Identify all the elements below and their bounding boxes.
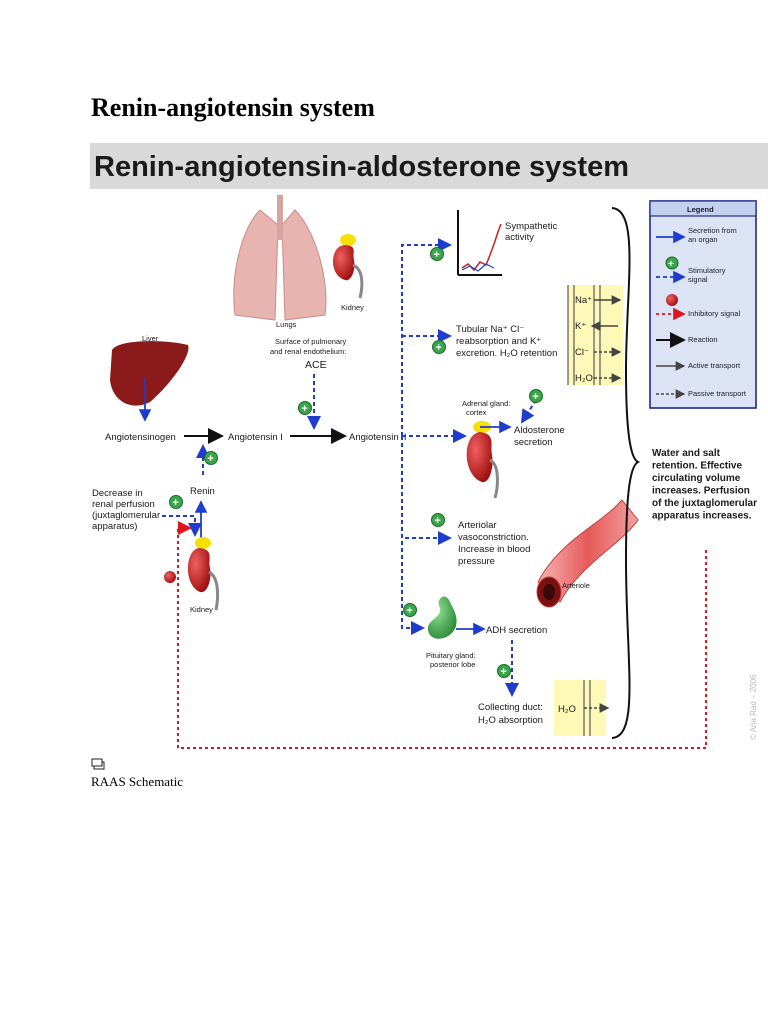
outcome-line-4: of the juxtaglomerular: [652, 498, 757, 509]
angiotensinogen-label: Angiotensinogen: [105, 432, 176, 443]
sympathetic-line2: activity: [505, 232, 534, 243]
inhibitory-feedback-line: [177, 521, 707, 749]
angiotensin-2-effect-arrows: [401, 238, 467, 635]
plus-sign-6: +: [434, 515, 440, 527]
legend-item-1-line-0: Stimulatory: [688, 266, 726, 275]
legend-item-2-line-0: Inhibitory signal: [688, 309, 740, 318]
arteriolar-line2: vasoconstriction.: [458, 532, 529, 543]
plus-badge-8: [497, 664, 511, 678]
adrenal-line2: cortex: [466, 408, 487, 417]
plus-sign-1: +: [435, 342, 441, 354]
outcome-line-5: apparatus increases.: [652, 511, 752, 522]
lungs-illustration: [233, 195, 327, 321]
pituitary-illustration: [427, 596, 457, 639]
plus-badge-3: [204, 451, 218, 465]
kidney-top-illustration: [332, 234, 364, 299]
plus-badge-6: [431, 513, 445, 527]
outcome-line-0: Water and salt: [652, 448, 721, 459]
plus-sign-4: +: [172, 497, 178, 509]
figure-caption: RAAS Schematic: [91, 774, 184, 789]
legend-item-0-line-0: Secretion from: [688, 226, 737, 235]
raas-diagram-figure: Renin-angiotensin-aldosterone system Lun…: [90, 140, 768, 752]
ace-site-line2: and renal endothelium:: [270, 347, 346, 356]
sympathetic-activity-graph: [457, 210, 502, 276]
legend-item-4-line-0: Active transport: [688, 361, 741, 370]
outcome-line-3: increases. Perfusion: [652, 486, 750, 497]
arteriolar-line1: Arteriolar: [458, 520, 497, 531]
adrenal-kidney-illustration: [466, 421, 499, 499]
minus-badge: [164, 571, 176, 583]
pituitary-line2: posterior lobe: [430, 660, 475, 669]
plus-sign-3: +: [207, 453, 213, 465]
kidney-bottom-label: Kidney: [190, 605, 213, 614]
decrease-perfusion-line3: (juxtaglomerular: [92, 510, 160, 521]
kidney-bottom-illustration: [187, 537, 220, 611]
arteriolar-line3: Increase in blood: [458, 544, 530, 555]
document-heading: Renin-angiotensin system: [91, 93, 375, 122]
ion-label-3: H₂O: [575, 373, 593, 384]
legend-item-0-line-1: an organ: [688, 235, 718, 244]
ion-label-2: Cl⁻: [575, 347, 589, 358]
arteriole-label: Arteriole: [562, 581, 590, 590]
renin-label: Renin: [190, 486, 215, 497]
plus-sign-2: +: [301, 403, 307, 415]
plus-badge-2: [298, 401, 312, 415]
collecting-ion-label: H₂O: [558, 704, 576, 715]
ace-site-line1: Surface of pulmonary: [275, 337, 347, 346]
collecting-line1: Collecting duct:: [478, 702, 543, 713]
svg-text:+: +: [668, 259, 674, 270]
banner-title: Renin-angiotensin-aldosterone system: [94, 151, 629, 183]
decrease-perfusion-line2: renal perfusion: [92, 499, 155, 510]
raas-diagram-svg: Renin-angiotensin-aldosterone system Lun…: [90, 143, 768, 749]
liver-label: Liver: [142, 334, 159, 343]
tubular-line2: reabsorption and K⁺: [456, 336, 541, 347]
pituitary-line1: Pituitary gland:: [426, 651, 476, 660]
outcome-text: Water and salt retention. Effectivecircul…: [652, 448, 757, 522]
aldosterone-line2: secretion: [514, 437, 553, 448]
adh-label: ADH secretion: [486, 625, 547, 636]
ion-label-1: K⁺: [575, 321, 586, 332]
legend-title: Legend: [687, 205, 714, 214]
legend-item-1-line-1: signal: [688, 275, 708, 284]
sympathetic-line1: Sympathetic: [505, 221, 558, 232]
copyright-text: © Aria Rad – 2006: [749, 674, 758, 740]
adrenal-line1: Adrenal gland:: [462, 399, 510, 408]
plus-sign-8: +: [500, 666, 506, 678]
plus-sign-7: +: [406, 605, 412, 617]
aldosterone-line1: Aldosterone: [514, 425, 565, 436]
title-banner: [90, 143, 768, 189]
collecting-line2: H₂O absorption: [478, 715, 543, 726]
plus-badge-1: [432, 340, 446, 354]
image-placeholder-icon: [91, 758, 105, 770]
ace-label: ACE: [305, 359, 327, 371]
ion-label-0: Na⁺: [575, 295, 592, 306]
decrease-perfusion-line4: apparatus): [92, 521, 137, 532]
arteriole-illustration: [536, 499, 639, 608]
angiotensin-2-label: Angiotensin II: [349, 432, 407, 443]
plus-badge-4: [169, 495, 183, 509]
plus-badge-0: [430, 247, 444, 261]
arteriolar-line4: pressure: [458, 556, 495, 567]
angiotensin-1-label: Angiotensin I: [228, 432, 283, 443]
collecting-duct-box: [554, 680, 606, 736]
liver-illustration: [110, 341, 189, 406]
tubular-line3: excretion. H₂O retention: [456, 348, 557, 359]
decrease-perfusion-line1: Decrease in: [92, 488, 143, 499]
outcome-line-2: circulating volume: [652, 473, 741, 484]
legend-item-3-line-0: Reaction: [688, 335, 718, 344]
plus-sign-5: +: [532, 391, 538, 403]
legend-item-5-line-0: Passive transport: [688, 389, 747, 398]
plus-sign-0: +: [433, 249, 439, 261]
lungs-label: Lungs: [276, 320, 297, 329]
plus-badge-5: [529, 389, 543, 403]
plus-badge-7: [403, 603, 417, 617]
kidney-top-label: Kidney: [341, 303, 364, 312]
outcome-line-1: retention. Effective: [652, 461, 742, 472]
tubular-line1: Tubular Na⁺ Cl⁻: [456, 324, 524, 335]
outcome-bracket: [611, 207, 641, 739]
